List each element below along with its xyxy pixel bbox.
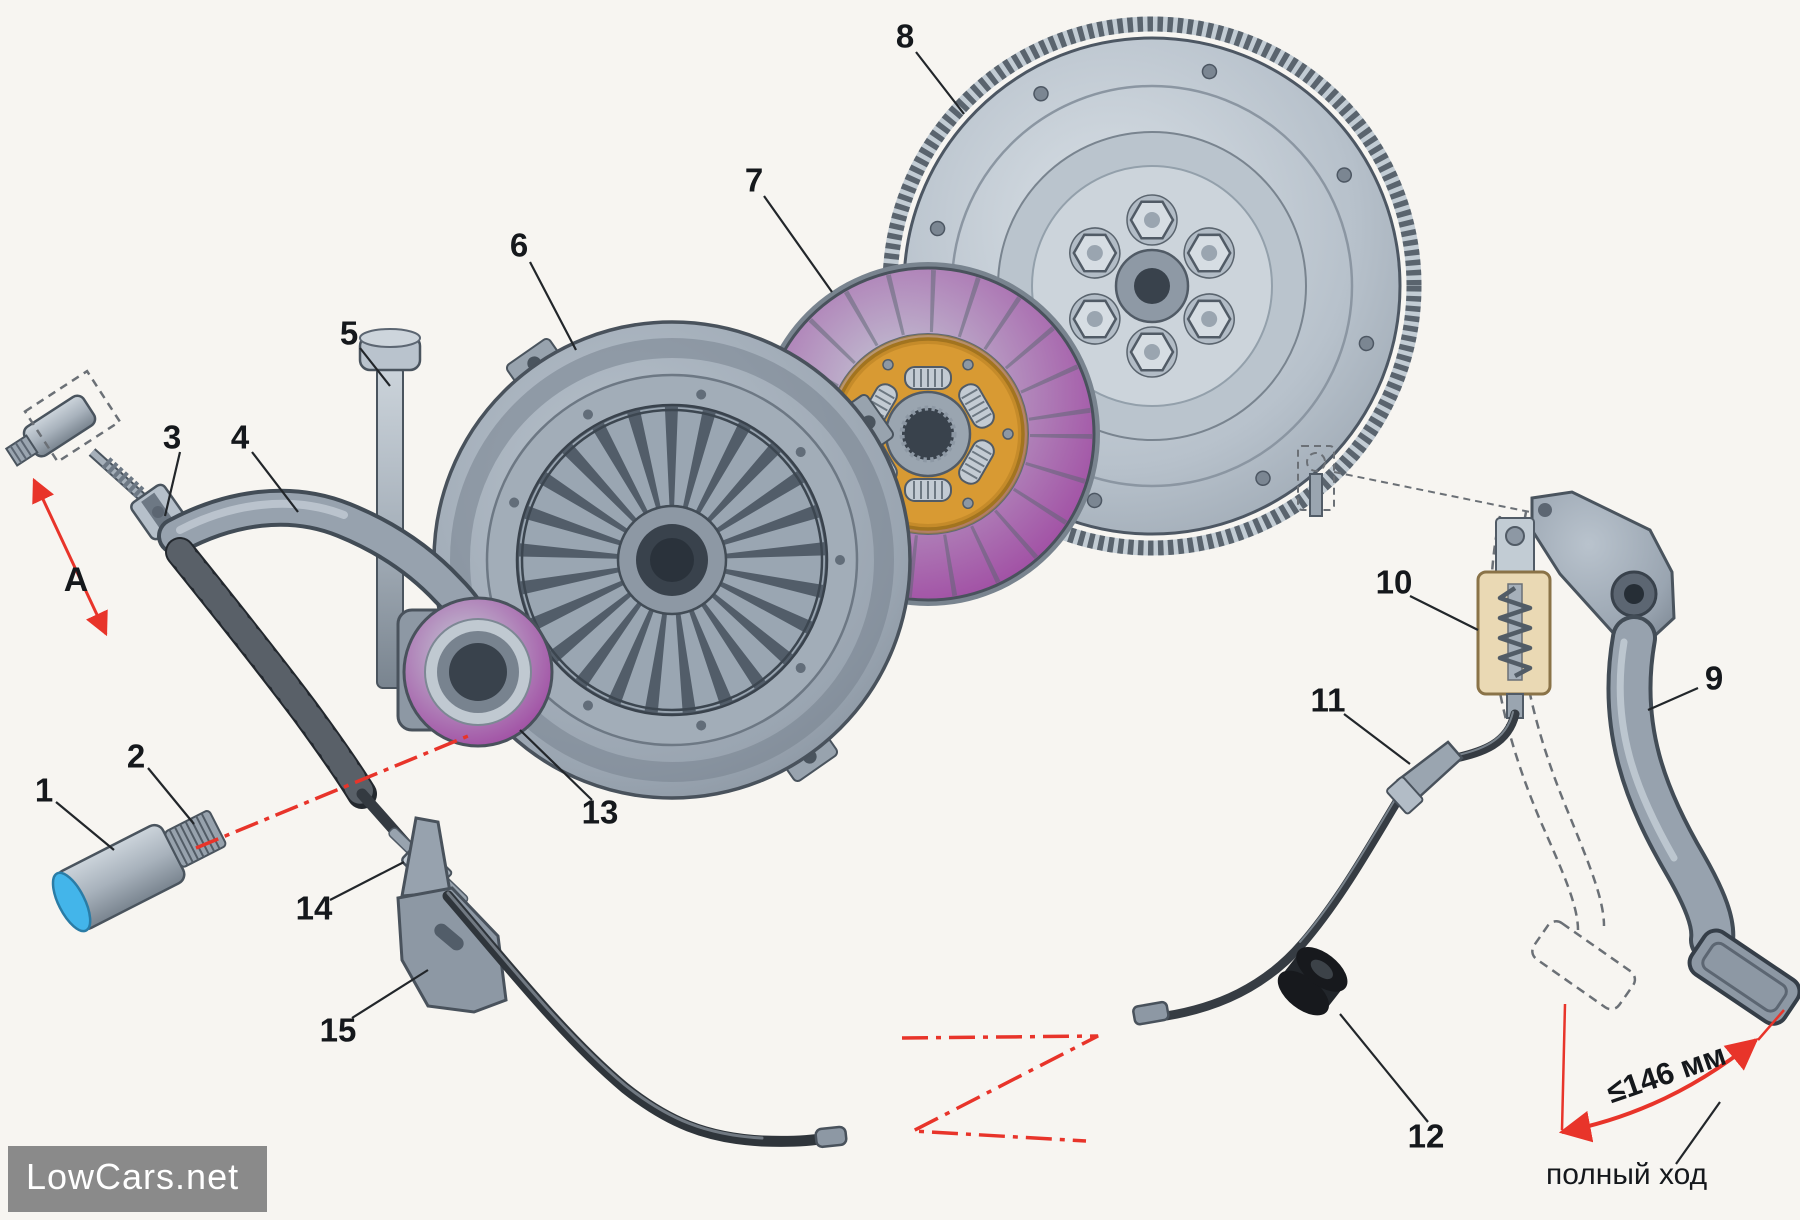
- watermark: LowCars.net: [8, 1146, 268, 1212]
- dimension-a-label: A: [63, 561, 89, 599]
- pedal-pad: [1687, 928, 1800, 1026]
- axis-centerline-left: [195, 734, 469, 850]
- caption-leader: [1675, 1101, 1721, 1165]
- cable-end-fitting: [1386, 740, 1464, 815]
- lower-cable: [442, 890, 832, 1147]
- pedal-spring-unit: [1476, 517, 1552, 719]
- flywheel-bolts: [1069, 194, 1235, 378]
- cable-ferrule-right: [1132, 1000, 1170, 1026]
- coil-spring: [1497, 586, 1533, 678]
- cable-bracket: [396, 816, 508, 1014]
- axis-centerline-break: [901, 1034, 1099, 1143]
- dimension-a-arrow: [32, 477, 108, 637]
- release-bearing: [396, 596, 554, 748]
- cable-boot: [165, 537, 414, 852]
- pedal-travel-caption: полный ход: [1546, 1158, 1708, 1191]
- input-shaft: [51, 810, 227, 933]
- clevis-pin: [152, 506, 164, 518]
- shaft-blue-face: [51, 871, 92, 933]
- grommet: [1277, 947, 1348, 1016]
- cable-upper-end: [4, 369, 122, 467]
- pedal-travel-arc: [1558, 1037, 1759, 1143]
- mount-pin: [1309, 473, 1323, 517]
- pedal-bracket: [1530, 490, 1676, 644]
- release-fork: [157, 488, 484, 629]
- clutch-pedal: [1606, 615, 1736, 963]
- rod-spring: [101, 457, 145, 498]
- red-annotations: [32, 477, 1785, 1143]
- bracket-dashed-outline: [23, 369, 122, 464]
- leader-lines: [55, 51, 1721, 1165]
- cable-ferrule-left: [814, 1125, 848, 1149]
- pressure-plate: [432, 320, 912, 800]
